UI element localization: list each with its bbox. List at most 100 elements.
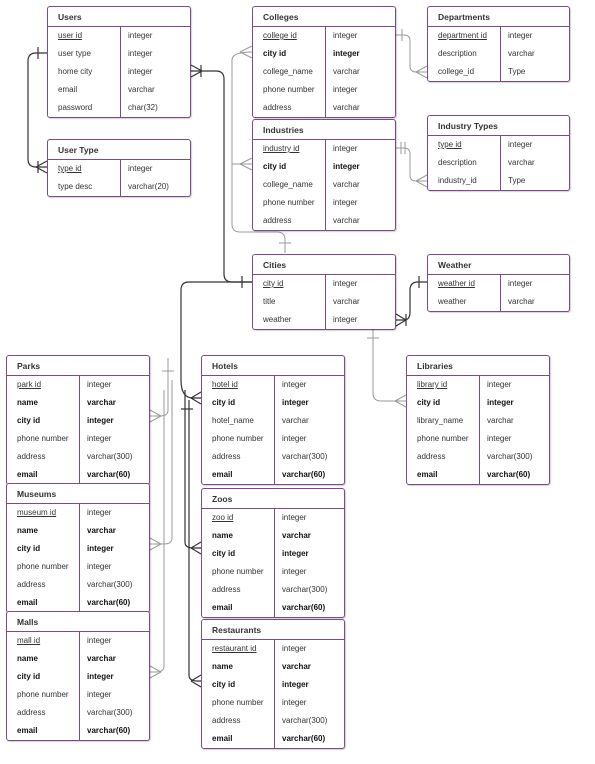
field-name: email [407,466,479,484]
field-name: college_name [253,176,325,194]
rel-cities-weather-crowfoot [395,313,408,327]
field-type: integer [333,162,360,171]
field-type: integer [333,85,358,94]
field-name-text: address [212,585,241,594]
field-name-text: mall id [17,636,41,645]
field-name: email [7,466,79,484]
field-name: email [7,722,79,740]
field-type: char(32) [128,103,158,112]
field-type: varchar [333,67,360,76]
field-name: address [7,576,79,594]
field-type: integer [87,690,112,699]
rel-trunk-zoos [184,390,201,549]
